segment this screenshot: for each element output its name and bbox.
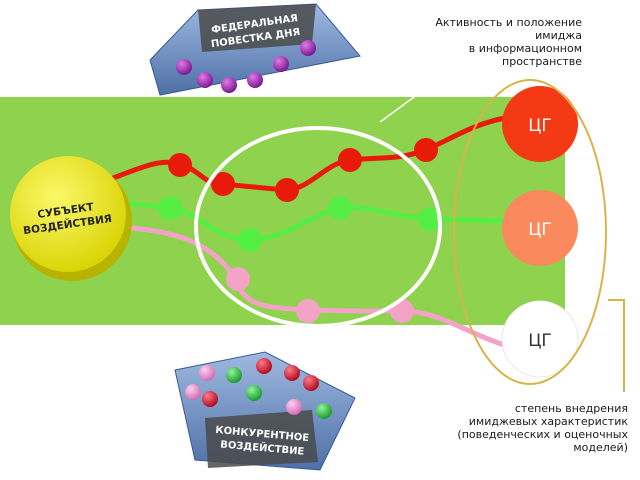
activity-annotation-line: Активность и положение [435, 16, 582, 29]
federal-agenda-box: ФЕДЕРАЛЬНАЯ ПОВЕСТКА ДНЯ [149, 3, 361, 96]
purple-dot [176, 59, 192, 75]
penetration-annotation: степень внедрения имиджевых характеристи… [408, 402, 628, 454]
green-marker [328, 196, 352, 220]
ellipse-bracket [608, 299, 625, 392]
red-dot [256, 358, 272, 374]
red-marker [211, 172, 235, 196]
activity-annotation: Активность и положение имиджа в информац… [382, 16, 582, 68]
target-group-circle [502, 86, 578, 162]
target-groups-ellipse [453, 79, 607, 385]
purple-dot [221, 77, 237, 93]
purple-dot [300, 40, 316, 56]
purple-dot [197, 72, 213, 88]
pink-marker [226, 267, 250, 291]
red-dot [284, 365, 300, 381]
pink-marker [296, 299, 320, 323]
penetration-annotation-line: моделей) [573, 441, 628, 454]
purple-dot [273, 56, 289, 72]
activity-annotation-line: в информационном [468, 42, 582, 55]
green-dot [246, 385, 262, 401]
red-dot [202, 391, 218, 407]
purple-dot [247, 72, 263, 88]
green-marker [158, 196, 182, 220]
target-group-circle [502, 190, 578, 266]
target-group-label: ЦГ [528, 116, 552, 136]
red-marker [168, 153, 192, 177]
activity-annotation-line: пространстве [502, 55, 582, 68]
red-marker [414, 138, 438, 162]
competitive-influence-box: КОНКУРЕНТНОЕ ВОЗДЕЙСТВИЕ [174, 351, 356, 471]
pink-dot [199, 365, 215, 381]
green-dot [316, 403, 332, 419]
green-trajectory [115, 199, 508, 243]
green-marker [418, 207, 442, 231]
subject-disk: СУБЪЕКТ ВОЗДЕЙСТВИЯ [10, 156, 132, 281]
target-group-label: ЦГ [528, 331, 552, 351]
target-group-circle [501, 300, 579, 378]
activity-annotation-line: имиджа [535, 29, 582, 42]
red-marker [338, 148, 362, 172]
annotation-pointer [379, 77, 441, 123]
green-dot [226, 367, 242, 383]
green-marker [238, 228, 262, 252]
penetration-annotation-line: имиджевых характеристик [468, 415, 628, 428]
pink-dot [185, 384, 201, 400]
penetration-annotation-line: степень внедрения [514, 402, 628, 415]
penetration-annotation-line: (поведенческих и оценочных [457, 428, 628, 441]
target-group-label: ЦГ [528, 220, 552, 240]
red-marker [275, 178, 299, 202]
pink-dot [286, 399, 302, 415]
red-dot [303, 375, 319, 391]
focus-circle [194, 126, 442, 328]
